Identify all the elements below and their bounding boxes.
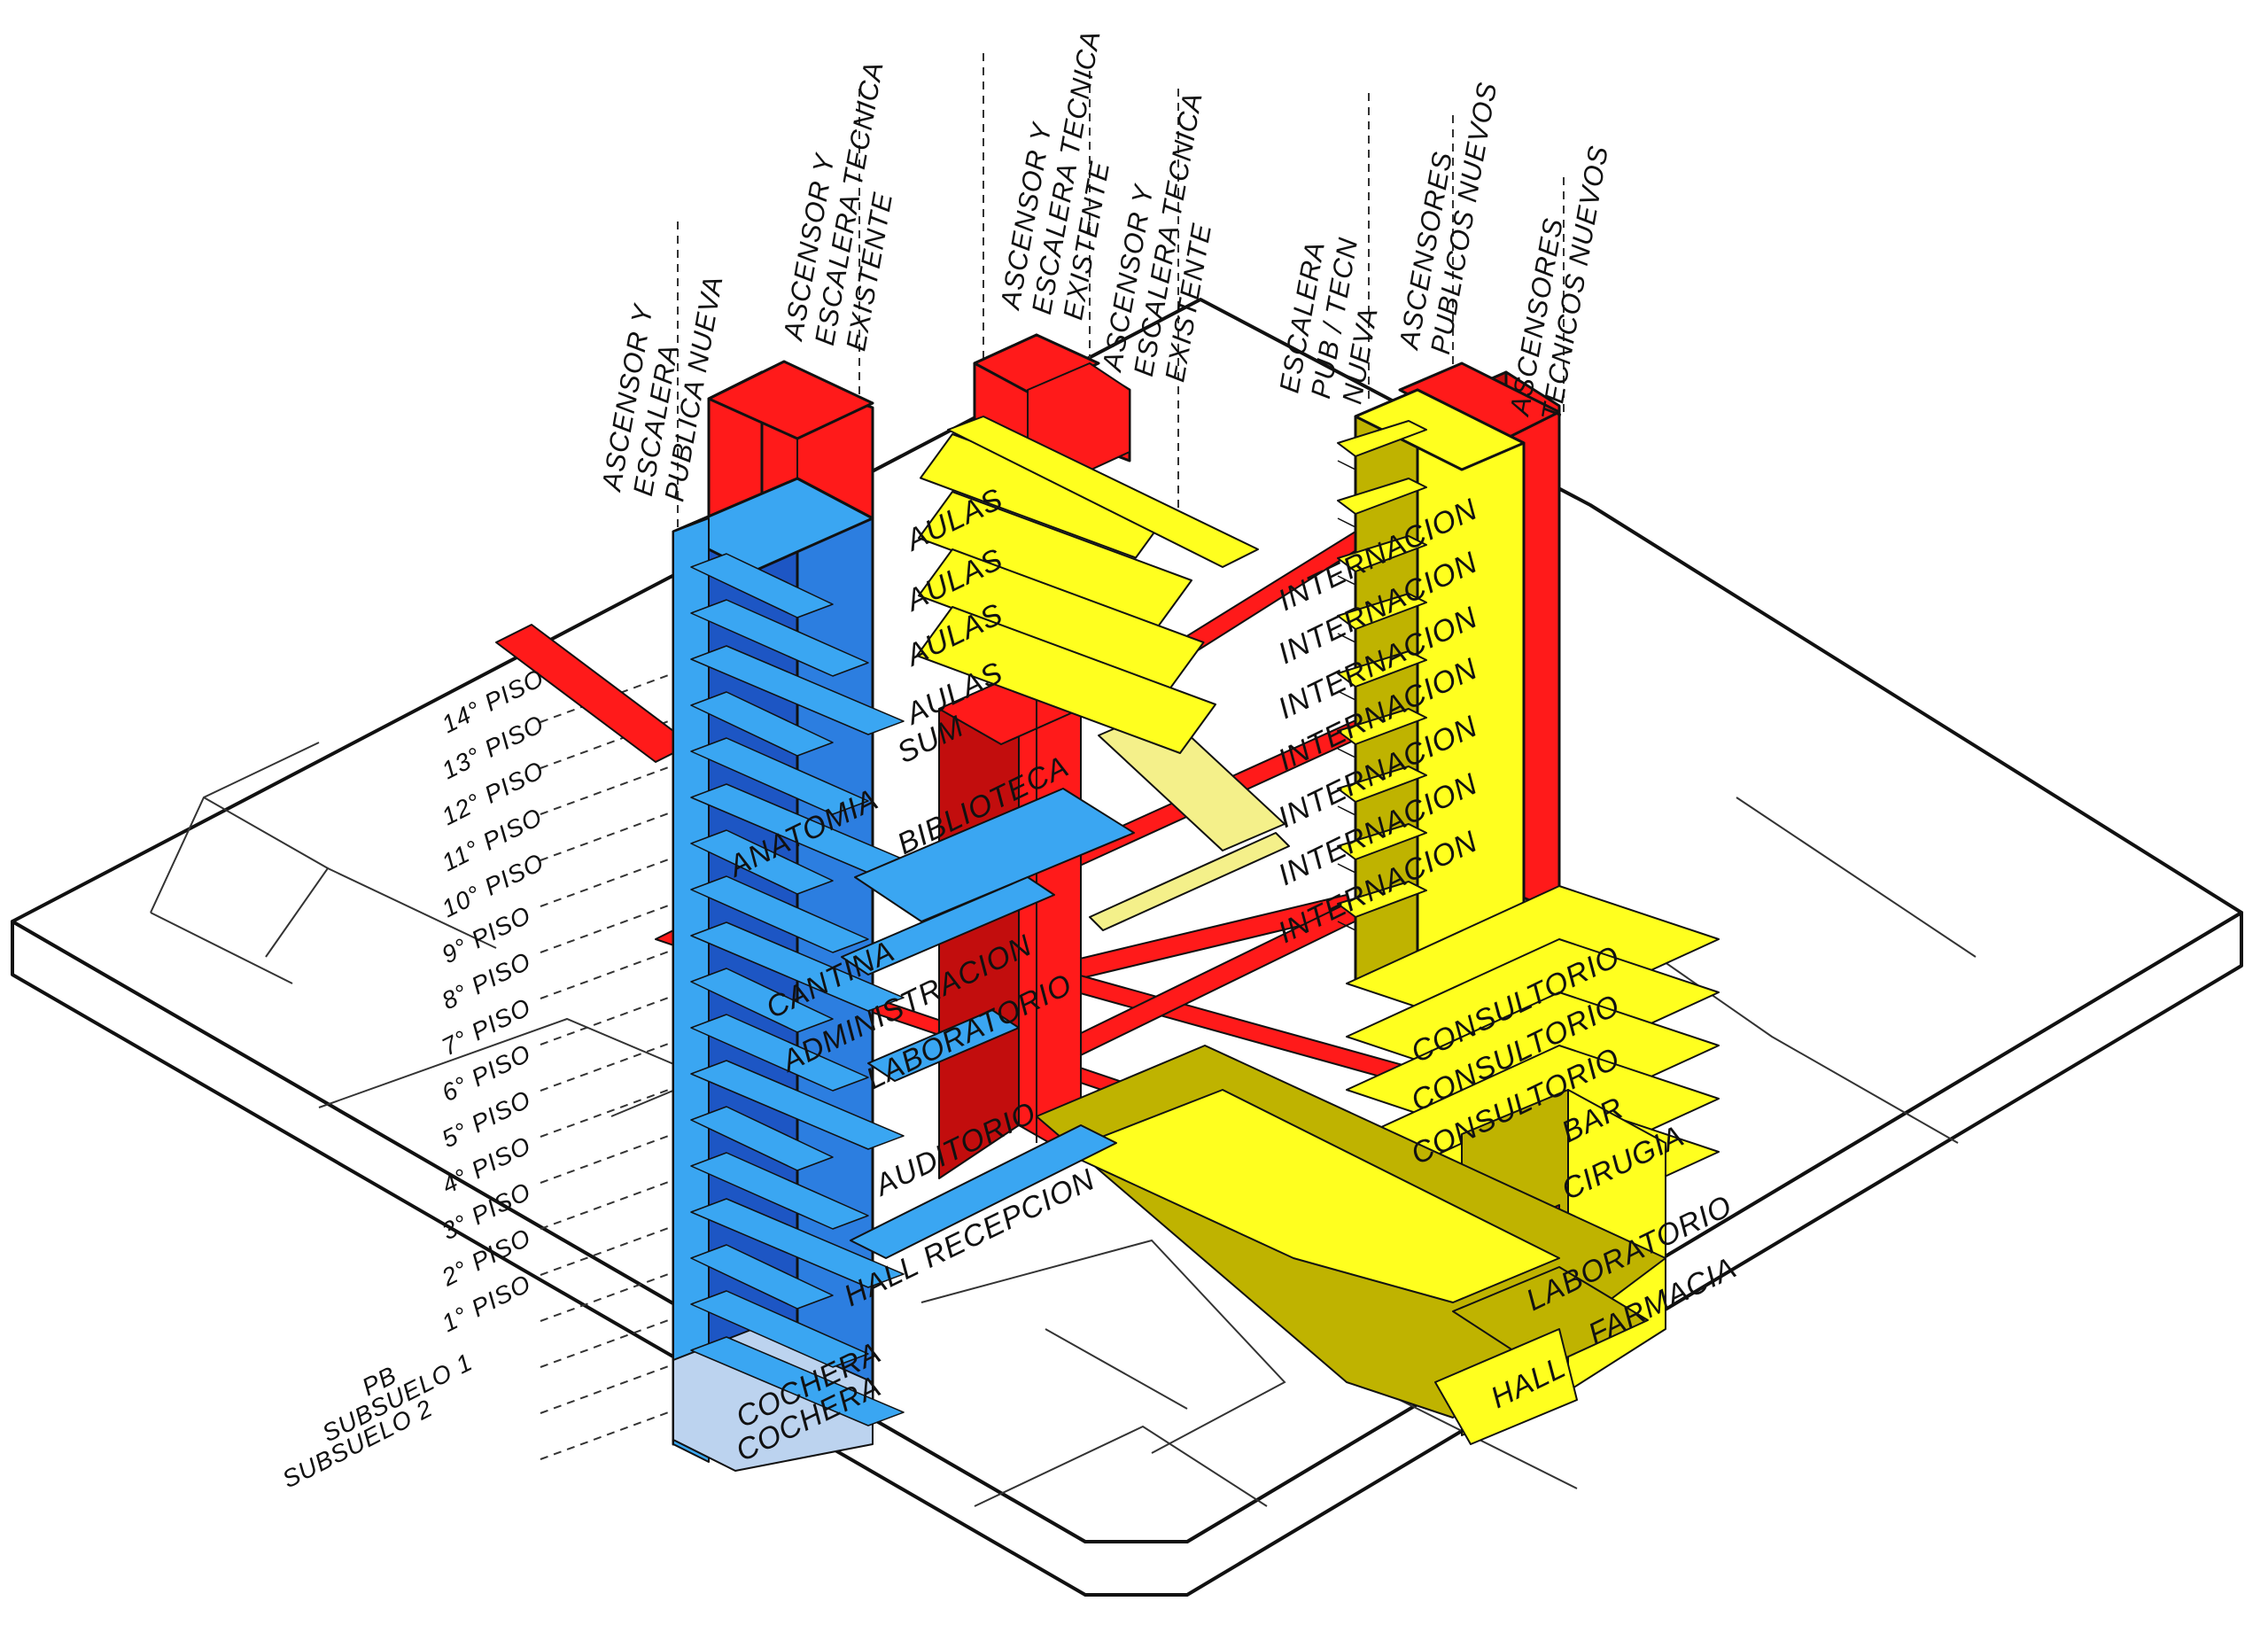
floor-leader-16: [540, 1364, 674, 1414]
blue-ledge-14: [690, 1152, 869, 1230]
blue-ledge-17: [690, 1290, 869, 1368]
core-b-top: [973, 333, 1100, 396]
floor-leader-10: [540, 1087, 674, 1138]
cantina-slab: [841, 876, 1055, 976]
internacion-ledge-edge-1: [1337, 460, 1356, 470]
floor-leader-3: [540, 765, 674, 815]
biblioteca-slab: [854, 788, 1135, 922]
internacion-ledge-9: [1337, 881, 1427, 918]
laboratorio-slab: [867, 1009, 1020, 1082]
floor-leader-1: [540, 672, 674, 723]
internacion-ledge-edge-4: [1337, 633, 1356, 643]
internacion-ledge-3: [1337, 535, 1427, 572]
blue-ledge-13: [690, 1106, 834, 1171]
internacion-ledge-7: [1337, 766, 1427, 803]
internacion-ledge-8: [1337, 823, 1427, 860]
blue-ledge-18: [690, 1336, 905, 1426]
core-a-top: [707, 360, 874, 440]
internacion-ledge-1: [1337, 420, 1427, 457]
internacion-ledge-edge-6: [1337, 748, 1356, 758]
blue-ledge-7: [690, 829, 834, 895]
hall-recepcion-slab: [850, 1124, 1117, 1259]
floor-leader-9: [540, 1041, 674, 1092]
aulas-top-slab: [947, 416, 1259, 568]
internacion-ledge-4: [1337, 593, 1427, 630]
aulas-slab-4: [916, 606, 1216, 754]
site-slab-top: [11, 298, 2243, 1543]
floor-leader-12: [540, 1179, 674, 1230]
central-core-side: [1018, 672, 1082, 1162]
floor-leader-4: [540, 811, 674, 861]
internacion-ledge-edge-2: [1337, 517, 1356, 528]
internacion-ledge-edge-3: [1337, 575, 1356, 586]
blue-ledge-16: [690, 1244, 834, 1310]
floor-leader-7: [540, 949, 674, 999]
site-base: [11, 298, 2243, 1597]
internacion-ledge-edge-7: [1337, 805, 1356, 816]
blue-ledge-15: [690, 1198, 905, 1288]
blue-ledge-9: [690, 921, 905, 1012]
blue-ledge-3: [690, 645, 905, 735]
internacion-ledge-2: [1337, 478, 1427, 515]
blue-ledge-1: [690, 553, 834, 618]
internacion-ledge-6: [1337, 708, 1427, 745]
blue-ledge-4: [690, 691, 834, 757]
yellow-tower-top: [1354, 388, 1526, 471]
blue-ledge-2: [690, 599, 869, 677]
floor-leader-17: [540, 1410, 674, 1460]
internacion-ledge-edge-8: [1337, 863, 1356, 874]
floor-leader-8: [540, 995, 674, 1046]
blue-ledge-12: [690, 1060, 905, 1150]
blue-ledge-5: [690, 737, 869, 815]
floor-leader-13: [540, 1225, 674, 1276]
floor-leader-6: [540, 903, 674, 953]
floor-leader-5: [540, 857, 674, 907]
floor-leader-15: [540, 1318, 674, 1368]
floor-leader-11: [540, 1133, 674, 1184]
internacion-ledge-5: [1337, 650, 1427, 688]
program-volumes: [495, 333, 1720, 1472]
internacion-ledge-edge-9: [1337, 921, 1356, 931]
blue-ledge-11: [690, 1014, 869, 1092]
pale-ring-side: [1089, 832, 1290, 931]
blue-ledge-8: [690, 875, 869, 953]
internacion-ledge-edge-5: [1337, 690, 1356, 701]
floor-leader-14: [540, 1271, 674, 1322]
hall-front-slab: [1434, 1328, 1578, 1445]
blue-ledge-10: [690, 968, 834, 1033]
hall-ground-top: [1062, 1089, 1560, 1303]
